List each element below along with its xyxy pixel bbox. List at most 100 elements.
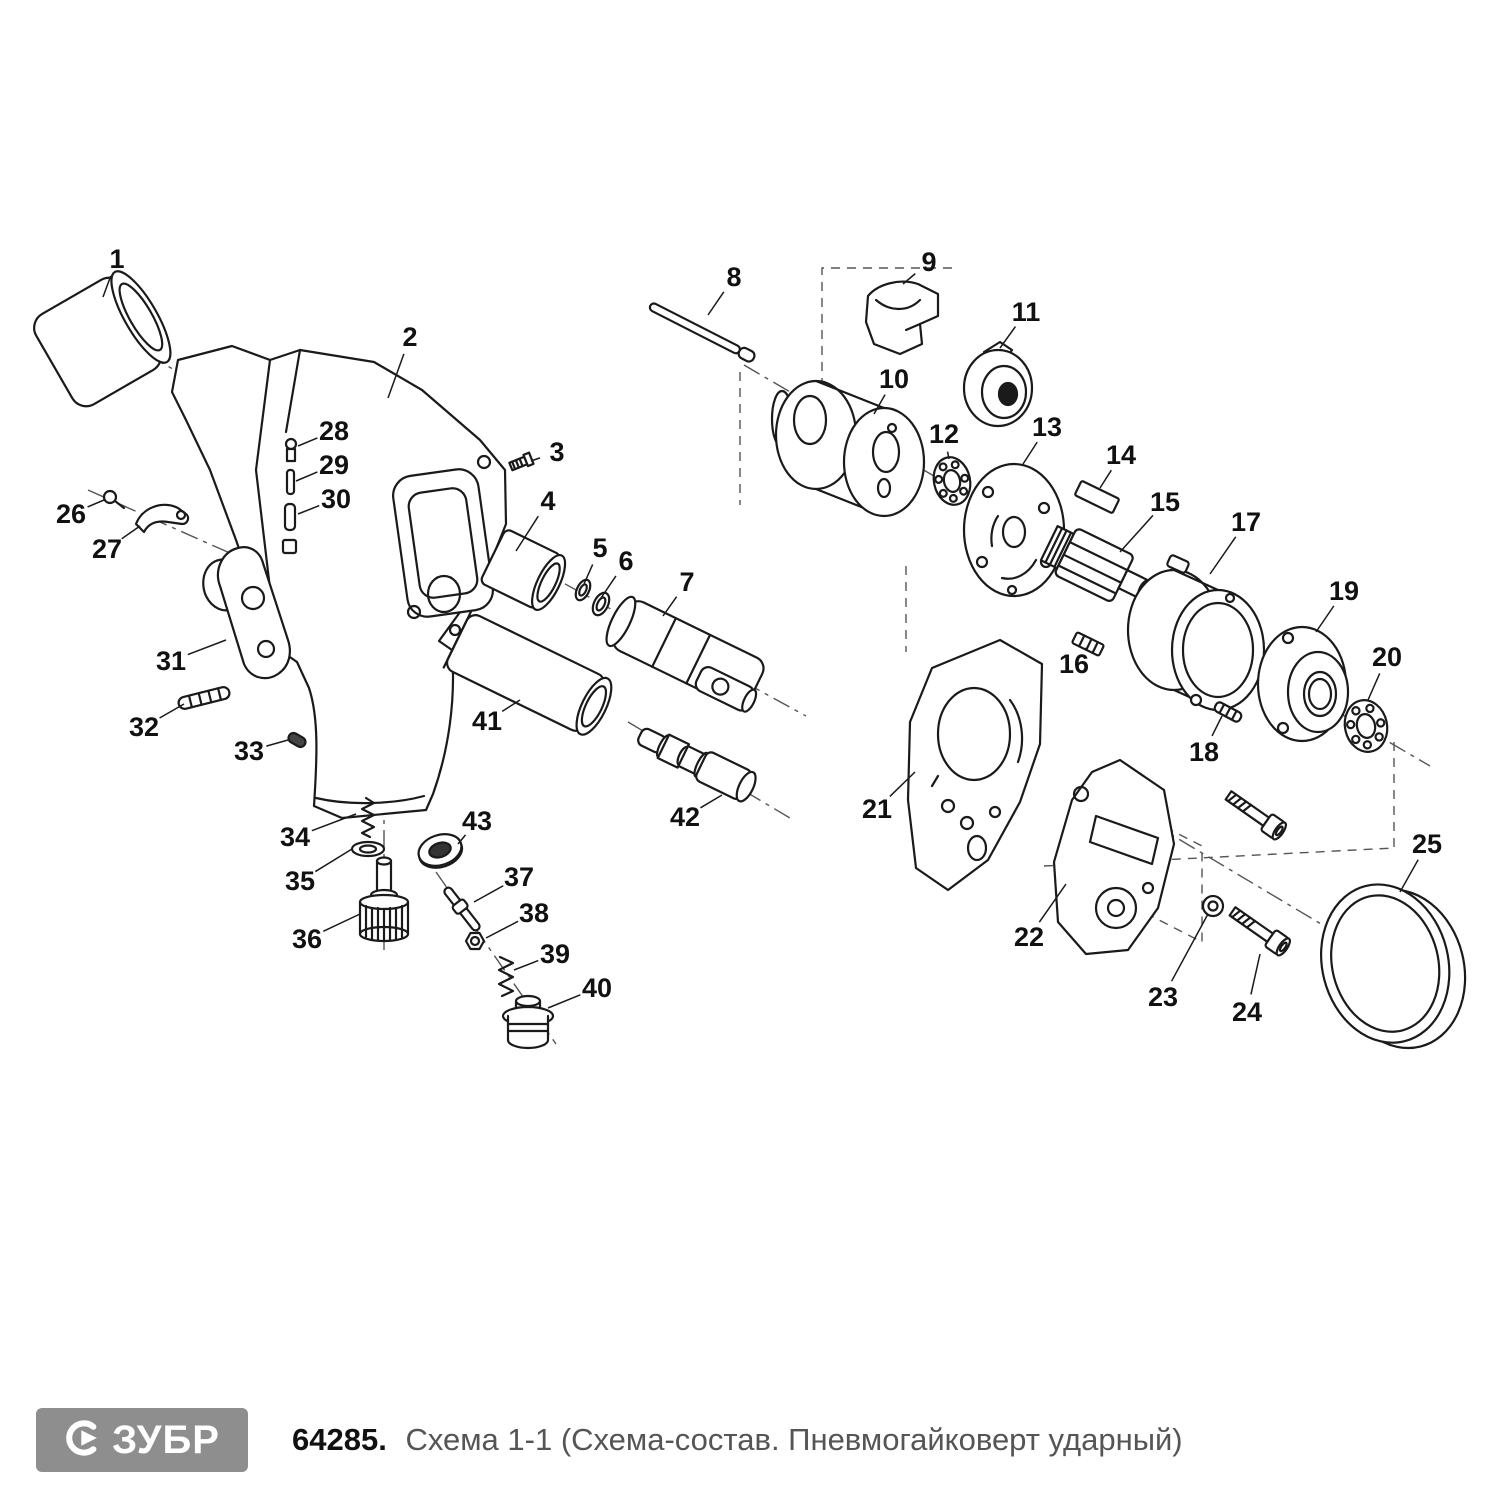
leader-line-16 <box>1084 647 1087 651</box>
part-label-15: 15 <box>1150 487 1180 517</box>
part-label-13: 13 <box>1032 412 1062 442</box>
part-label-35: 35 <box>285 866 315 896</box>
part-28-screw <box>284 437 298 463</box>
leader-line-15 <box>1119 514 1154 553</box>
leader-line-43 <box>457 834 467 845</box>
leader-line-28 <box>297 437 318 447</box>
leader-line-5 <box>583 564 594 585</box>
part-15-rotor <box>1039 525 1152 602</box>
leader-line-31 <box>187 639 227 656</box>
leader-line-39 <box>513 959 539 971</box>
part-label-31: 31 <box>156 646 186 676</box>
part-10-hammer-cage <box>770 379 926 518</box>
part-5-retaining-ring <box>574 578 592 602</box>
part-7-cylinder-assembly <box>605 595 765 713</box>
leader-line-33 <box>266 739 289 747</box>
part-label-1: 1 <box>109 244 124 274</box>
part-14-vane <box>1074 480 1120 514</box>
leader-line-9 <box>902 273 916 285</box>
part-label-28: 28 <box>319 416 349 446</box>
part-38-nut <box>464 931 486 951</box>
part-6-ring <box>591 591 611 617</box>
part-23-washer <box>1201 894 1225 918</box>
leader-line-25 <box>1399 859 1419 893</box>
leader-line-35 <box>314 848 353 873</box>
part-label-3: 3 <box>549 437 564 467</box>
leader-line-22 <box>1038 883 1067 923</box>
schema-title: Схема 1-1 (Схема-состав. Пневмогайковерт… <box>405 1422 1183 1457</box>
part-35-washer <box>350 840 386 858</box>
zubr-arrow-icon <box>64 1419 102 1462</box>
leader-line-29 <box>295 471 318 482</box>
part-label-29: 29 <box>319 450 349 480</box>
part-37-valve-pin <box>443 886 481 932</box>
part-label-19: 19 <box>1329 576 1359 606</box>
part-label-40: 40 <box>582 973 612 1003</box>
leader-line-6 <box>600 575 617 599</box>
part-label-18: 18 <box>1189 737 1219 767</box>
part-20-bearing <box>1343 699 1389 753</box>
part-label-33: 33 <box>234 736 264 766</box>
part-label-43: 43 <box>462 806 492 836</box>
part-label-38: 38 <box>519 898 549 928</box>
leader-line-17 <box>1209 536 1237 575</box>
part-24-bolt-lower <box>1228 906 1292 957</box>
part-label-30: 30 <box>321 484 351 514</box>
part-36-regulator-knob <box>358 856 410 943</box>
part-label-14: 14 <box>1106 440 1136 470</box>
part-30-pin <box>281 502 298 555</box>
leader-line-20 <box>1367 673 1381 701</box>
part-label-36: 36 <box>292 924 322 954</box>
leader-line-27 <box>121 525 141 540</box>
leader-line-3 <box>530 457 541 462</box>
leader-line-42 <box>700 794 723 809</box>
leader-line-34 <box>311 813 357 832</box>
leader-line-4 <box>515 515 539 552</box>
part-label-37: 37 <box>504 862 534 892</box>
zubr-logo-text: ЗУБР <box>112 1417 220 1462</box>
part-label-24: 24 <box>1232 997 1262 1027</box>
part-2-housing <box>170 344 508 820</box>
part-4-bushing <box>480 529 567 612</box>
part-label-5: 5 <box>592 533 607 563</box>
leader-line-18 <box>1211 715 1223 737</box>
leader-line-2 <box>387 353 405 399</box>
part-label-12: 12 <box>929 419 959 449</box>
part-9-clutch-dog <box>864 280 940 356</box>
schema-caption: 64285. Схема 1-1 (Схема-состав. Пневмога… <box>292 1422 1183 1458</box>
part-label-4: 4 <box>540 486 555 516</box>
part-label-42: 42 <box>670 802 700 832</box>
part-label-21: 21 <box>862 794 892 824</box>
part-label-10: 10 <box>879 364 909 394</box>
part-label-25: 25 <box>1412 829 1442 859</box>
part-3-screw <box>508 451 535 472</box>
parts <box>33 270 1467 1050</box>
part-label-16: 16 <box>1059 649 1089 679</box>
leader-line-26 <box>87 499 105 508</box>
part-label-41: 41 <box>472 706 502 736</box>
part-41-tube <box>442 610 613 736</box>
part-label-23: 23 <box>1148 982 1178 1012</box>
part-17-cylinder <box>1126 554 1266 712</box>
leader-line-21 <box>889 771 916 797</box>
part-43-seal <box>417 833 464 869</box>
leader-line-32 <box>159 703 185 719</box>
leader-line-1 <box>102 275 112 298</box>
leader-line-38 <box>485 920 519 939</box>
part-39-spring <box>497 955 515 998</box>
footer: ЗУБР 64285. Схема 1-1 (Схема-состав. Пне… <box>0 1398 1500 1482</box>
part-label-27: 27 <box>92 534 122 564</box>
zubr-logo: ЗУБР <box>36 1408 248 1472</box>
leader-line-13 <box>1022 441 1038 465</box>
leader-line-24 <box>1250 953 1261 995</box>
leader-line-8 <box>707 291 725 316</box>
part-label-8: 8 <box>726 262 741 292</box>
part-11-cam <box>962 340 1034 428</box>
part-22-rear-cover <box>1052 758 1176 956</box>
part-label-11: 11 <box>1012 297 1041 327</box>
part-label-22: 22 <box>1014 922 1044 952</box>
part-13-end-plate <box>962 462 1066 598</box>
leader-line-14 <box>1099 469 1112 489</box>
